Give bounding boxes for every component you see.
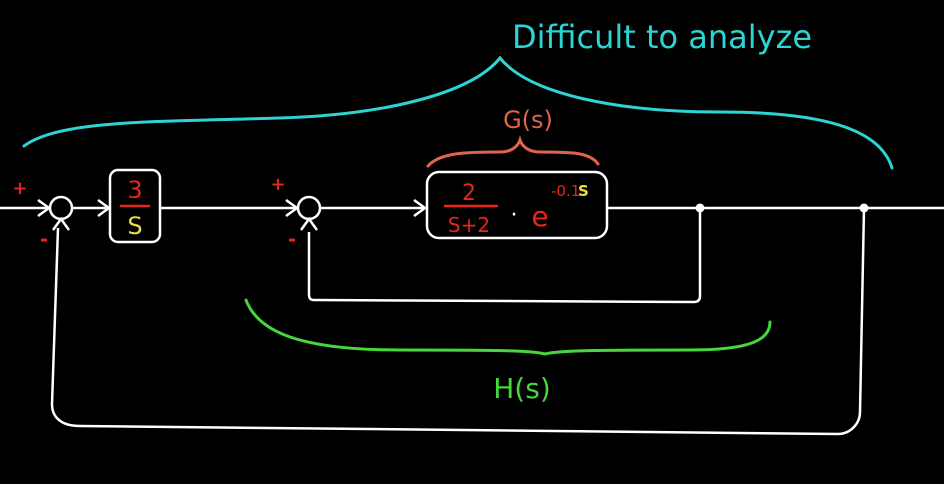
block2-arrowhead xyxy=(413,198,428,218)
block1-numerator: 3 xyxy=(127,176,142,204)
block2-denominator: S+2 xyxy=(448,213,490,237)
inner-feedback-path xyxy=(307,208,702,304)
block1-denominator: S xyxy=(127,212,142,240)
g-brace xyxy=(426,135,600,168)
top-brace xyxy=(22,55,894,170)
top-annotation: Difficult to analyze xyxy=(512,18,812,56)
block2-numerator: 2 xyxy=(462,181,476,206)
h-brace xyxy=(244,298,772,356)
sum1-minus-sign: - xyxy=(40,227,48,251)
summing-junction-1 xyxy=(48,195,74,221)
block2-box xyxy=(425,170,609,240)
block2-dot: · xyxy=(511,203,518,228)
summing-junction-2 xyxy=(296,195,322,221)
inner-feedback-arrowhead xyxy=(299,216,319,231)
g-label: G(s) xyxy=(503,106,553,134)
sum1-plus-sign: + xyxy=(12,178,27,199)
block1-box xyxy=(108,168,162,244)
h-label: H(s) xyxy=(493,372,551,405)
block2-exp-var: S xyxy=(578,182,589,200)
block2-exp-base: e xyxy=(531,200,548,233)
sum2-plus-sign: + xyxy=(270,174,285,195)
outer-feedback-path xyxy=(50,207,866,436)
block2-exp-coeff: -0.1 xyxy=(551,182,580,200)
sum2-minus-sign: - xyxy=(288,227,296,251)
outer-feedback-arrowhead xyxy=(51,216,71,231)
